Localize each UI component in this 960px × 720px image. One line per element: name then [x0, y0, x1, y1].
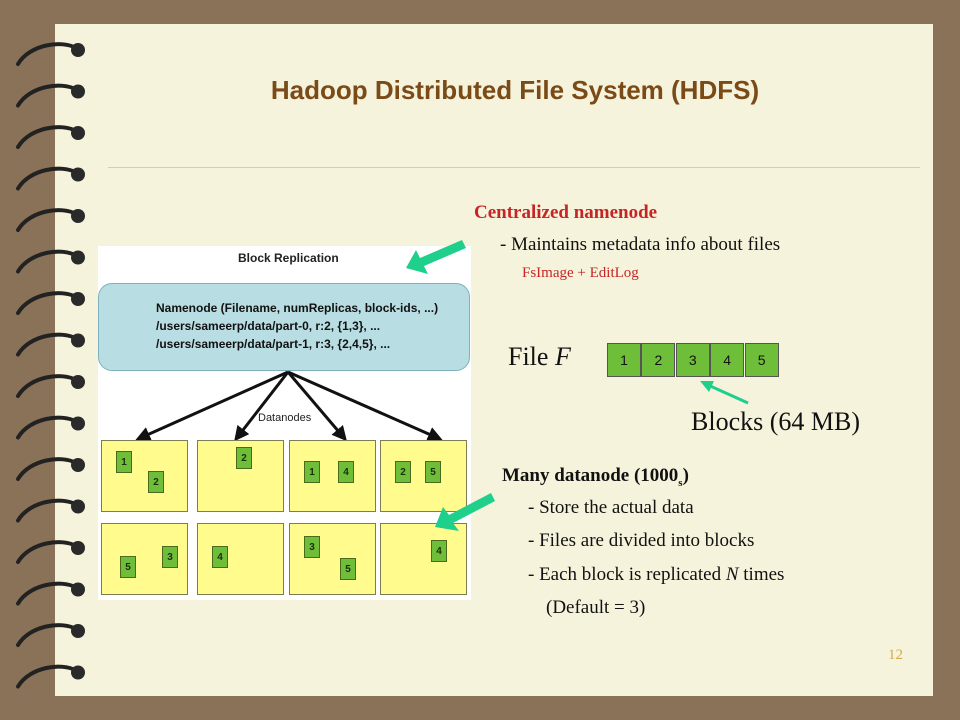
- file-label: File F: [508, 342, 571, 372]
- datanodes-label: Datanodes: [258, 412, 312, 424]
- replica-block: 5: [120, 556, 136, 578]
- spiral-ring: [16, 332, 78, 357]
- namenode-subpoint: FsImage + EditLog: [522, 265, 639, 281]
- datanode-box: 2: [197, 440, 284, 512]
- binding-hole: [71, 541, 85, 555]
- file-name: F: [554, 342, 571, 371]
- datanode-box: 4: [197, 523, 284, 595]
- replica-block: 1: [304, 461, 320, 483]
- file-block: 5: [744, 343, 779, 377]
- datanode-heading-end: ): [682, 465, 689, 486]
- block-replication-diagram: Block Replication Namenode (Filename, nu…: [98, 246, 471, 600]
- arrow-to-datanode-3: [286, 371, 347, 442]
- spiral-ring: [16, 83, 78, 108]
- replica-block: 2: [236, 447, 252, 469]
- replication-factor-var: N: [725, 564, 739, 585]
- arrow-to-datanode-2: [234, 371, 290, 442]
- replica-block: 4: [431, 540, 447, 562]
- datanode-bullet-3-text: - Each block is replicated: [528, 564, 726, 585]
- binding-hole: [71, 499, 85, 514]
- binding-hole: [71, 582, 85, 597]
- slide-title: Hadoop Distributed File System (HDFS): [270, 75, 760, 105]
- file-block: 3: [675, 343, 710, 377]
- binding-hole: [71, 416, 85, 431]
- binding-hole: [71, 250, 85, 265]
- replica-block: 3: [162, 546, 178, 568]
- blocks-size-label: Blocks (64 MB): [691, 407, 860, 436]
- binding-hole: [71, 624, 85, 638]
- spiral-ring: [16, 249, 78, 274]
- green-arrow-icon: [435, 493, 495, 531]
- green-arrow-icon: [700, 381, 749, 405]
- replica-block: 2: [395, 461, 411, 483]
- namenode-line-3: /users/sameerp/data/part-1, r:3, {2,4,5}…: [156, 337, 391, 351]
- spiral-ring: [16, 374, 78, 398]
- replica-block: 1: [116, 451, 132, 473]
- spiral-binding: [16, 42, 85, 689]
- arrow-to-datanode-1: [135, 370, 289, 441]
- spiral-ring: [16, 42, 78, 66]
- datanode-box: 4: [380, 523, 467, 595]
- spiral-ring: [16, 166, 78, 191]
- binding-hole: [71, 43, 85, 57]
- binding-hole: [71, 126, 85, 140]
- replica-block: 5: [425, 461, 441, 483]
- binding-hole: [71, 375, 85, 389]
- green-arrow-icon: [406, 240, 466, 274]
- datanode-heading-main: Many datanode (1000: [502, 465, 679, 486]
- binding-hole: [71, 209, 85, 223]
- file-block: 1: [607, 343, 641, 377]
- datanode-bullet-1: - Store the actual data: [528, 497, 694, 518]
- namenode-heading: Centralized namenode: [474, 202, 658, 223]
- namenode-bullet: - Maintains metadata info about files: [500, 234, 781, 255]
- datanode-default-note: (Default = 3): [546, 597, 646, 618]
- replica-block: 4: [212, 546, 228, 568]
- namenode-line-1: Namenode (Filename, numReplicas, block-i…: [156, 301, 439, 315]
- file-block: 4: [710, 343, 745, 377]
- binding-hole: [71, 292, 85, 306]
- binding-hole: [71, 458, 85, 472]
- file-block: 2: [641, 343, 676, 377]
- diagram-heading: Block Replication: [238, 251, 339, 265]
- spiral-ring: [16, 581, 78, 606]
- arrow-to-datanode-4: [287, 370, 443, 442]
- binding-hole: [71, 84, 85, 99]
- page-number: 12: [888, 647, 903, 663]
- file-label-text: File: [508, 342, 555, 371]
- spiral-ring: [16, 498, 78, 523]
- binding-hole: [71, 167, 85, 182]
- spiral-ring: [16, 664, 78, 689]
- spiral-ring: [16, 540, 78, 564]
- namenode-box: [98, 283, 470, 371]
- spiral-ring: [16, 623, 78, 647]
- replica-block: 2: [148, 471, 164, 493]
- datanode-bullet-3: - Each block is replicated N times: [528, 564, 784, 586]
- datanode-bullet-3-end: times: [738, 564, 785, 585]
- spiral-ring: [16, 208, 78, 232]
- title-divider: [108, 167, 920, 168]
- datanode-bullet-2: - Files are divided into blocks: [528, 530, 755, 551]
- spiral-ring: [16, 457, 78, 481]
- namenode-line-2: /users/sameerp/data/part-0, r:2, {1,3}, …: [156, 319, 381, 333]
- replica-block: 5: [340, 558, 356, 580]
- namenode-datanode-arrows: [135, 370, 443, 442]
- datanode-heading-sub: s: [678, 476, 683, 489]
- datanode-heading: Many datanode (1000s): [502, 465, 689, 489]
- spiral-ring: [16, 291, 78, 315]
- binding-hole: [71, 665, 85, 680]
- spiral-ring: [16, 125, 78, 149]
- replica-block: 3: [304, 536, 320, 558]
- replica-block: 4: [338, 461, 354, 483]
- binding-hole: [71, 333, 85, 348]
- spiral-ring: [16, 415, 78, 440]
